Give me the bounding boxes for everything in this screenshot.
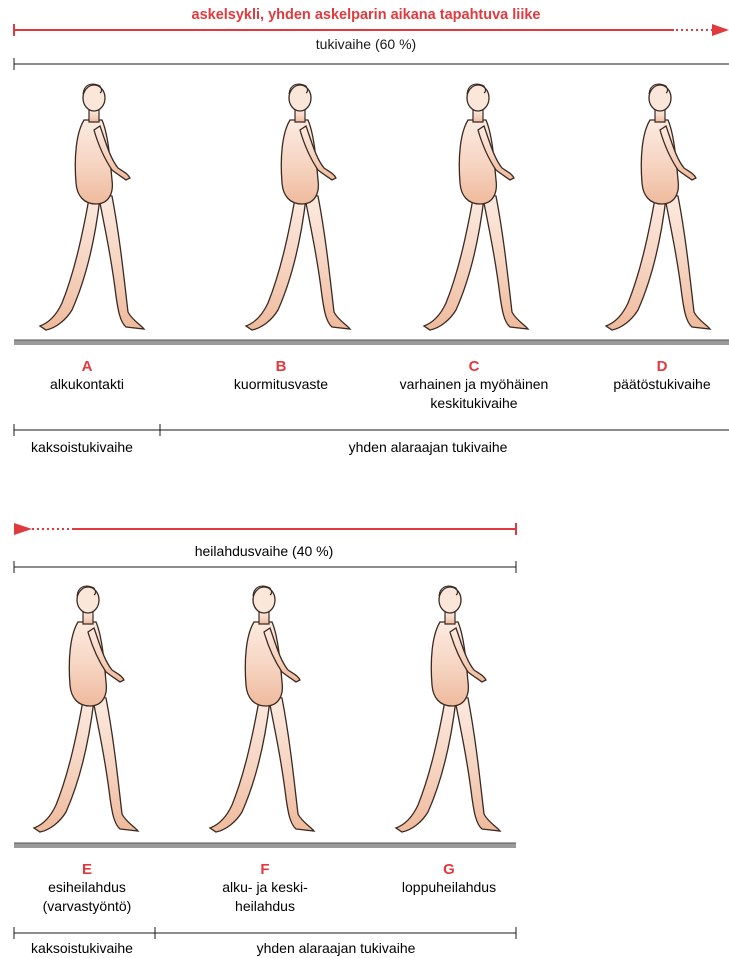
support-bracket-top	[14, 424, 729, 436]
letter-b: B	[276, 358, 287, 375]
letter-g: G	[443, 861, 455, 878]
swing-phase-bracket	[14, 561, 516, 573]
swing-phase-label: heilahdusvaihe (40 %)	[195, 543, 334, 559]
caption-d-line1: päätöstukivaihe	[613, 376, 711, 392]
single-support-bottom: yhden alaraajan tukivaihe	[257, 940, 416, 956]
letter-a: A	[82, 358, 93, 375]
ground-line-top	[14, 340, 729, 345]
caption-g-line1: loppuheilahdus	[402, 879, 496, 895]
double-support-bottom: kaksoistukivaihe	[31, 940, 133, 956]
figure-e-pre-swing	[34, 586, 138, 832]
letter-e: E	[82, 861, 92, 878]
caption-b-line1: kuormitusvaste	[234, 376, 328, 392]
figure-d-terminal-stance	[606, 84, 710, 330]
stance-phase-label: tukivaihe (60 %)	[316, 36, 416, 52]
swing-arrow	[14, 523, 516, 535]
letter-f: F	[260, 861, 269, 878]
stance-phase-bracket	[14, 58, 729, 70]
figure-f-initial-mid-swing	[210, 586, 314, 832]
double-support-top: kaksoistukivaihe	[31, 439, 133, 455]
caption-e-line1: esiheilahdus	[48, 879, 126, 895]
letter-c: C	[469, 358, 480, 375]
figure-a-initial-contact	[40, 84, 144, 330]
ground-line-bottom	[14, 843, 516, 848]
figure-c-mid-stance	[424, 84, 528, 330]
gait-cycle-arrow	[14, 24, 729, 36]
caption-c-line2: keskitukivaihe	[430, 395, 517, 411]
figure-g-terminal-swing	[396, 586, 500, 832]
figure-b-loading-response	[246, 84, 350, 330]
caption-f-line1: alku- ja keski-	[222, 879, 308, 895]
gait-cycle-title: askelsykli, yhden askelparin aikana tapa…	[192, 7, 541, 23]
single-support-top: yhden alaraajan tukivaihe	[349, 439, 508, 455]
caption-f-line2: heilahdus	[235, 898, 295, 914]
caption-a-line1: alkukontakti	[50, 376, 124, 392]
caption-c-line1: varhainen ja myöhäinen	[400, 376, 549, 392]
support-bracket-bottom	[14, 927, 516, 939]
caption-e-line2: (varvastyöntö)	[43, 898, 132, 914]
letter-d: D	[657, 358, 668, 375]
